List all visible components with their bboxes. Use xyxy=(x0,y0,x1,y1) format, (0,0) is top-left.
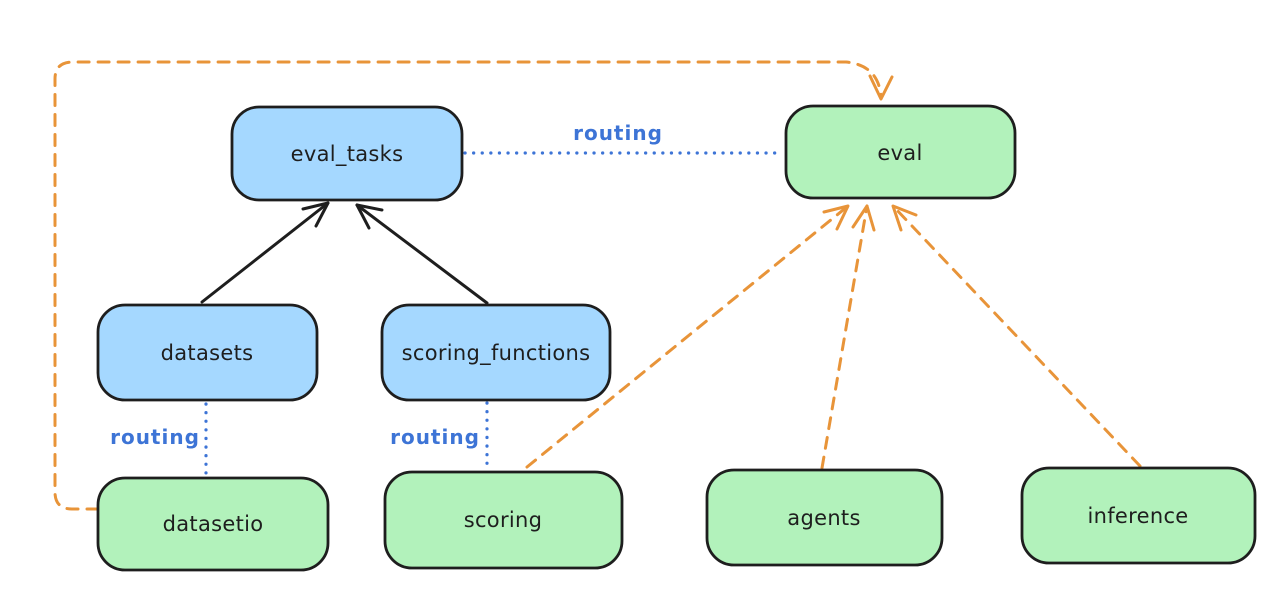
node-eval-tasks-box xyxy=(230,105,464,202)
edge-scoring-functions-to-eval-tasks xyxy=(355,203,489,305)
routing-label-scoring-functions-scoring: routing xyxy=(390,425,480,449)
node-eval-box xyxy=(784,104,1017,200)
routing-label-datasets-datasetio: routing xyxy=(110,425,200,449)
node-datasets: datasets xyxy=(96,303,319,402)
edge-datasetio-to-eval xyxy=(53,60,894,511)
edge-datasets-to-eval-tasks-arrowhead xyxy=(301,201,330,228)
node-agents-label: agents xyxy=(787,506,860,530)
routing-label-eval-tasks-eval: routing xyxy=(573,121,663,145)
node-agents: agents xyxy=(705,468,944,567)
node-scoring-label: scoring xyxy=(464,508,543,532)
edge-datasets-to-eval-tasks-path xyxy=(200,201,330,304)
edge-agents-to-eval-arrowhead xyxy=(851,204,876,232)
node-eval: eval xyxy=(784,104,1017,200)
node-inference-label: inference xyxy=(1087,504,1188,528)
node-eval-tasks: eval_tasks xyxy=(230,105,464,202)
edge-inference-to-eval-arrowhead xyxy=(891,204,918,232)
edge-datasetio-to-eval-path xyxy=(53,60,883,511)
node-scoring: scoring xyxy=(383,470,624,570)
node-agents-box xyxy=(705,468,944,567)
node-eval-tasks-label: eval_tasks xyxy=(291,142,404,167)
edge-datasets-to-datasetio: routing xyxy=(110,402,208,476)
node-datasetio-box xyxy=(96,476,330,572)
edge-scoring-functions-to-scoring: routing xyxy=(390,401,489,470)
edge-agents-to-eval-path xyxy=(820,204,869,470)
edge-datasets-to-eval-tasks xyxy=(200,201,330,304)
node-datasets-box xyxy=(96,303,319,402)
edge-scoring-to-eval-arrowhead xyxy=(822,204,850,231)
edge-inference-to-eval-path xyxy=(891,204,1142,468)
edge-scoring-functions-to-eval-tasks-path xyxy=(355,203,489,305)
edge-scoring-functions-to-eval-tasks-arrowhead xyxy=(355,203,384,230)
edge-agents-to-eval xyxy=(820,204,876,470)
edge-scoring-to-eval xyxy=(525,204,850,469)
node-inference: inference xyxy=(1020,466,1257,565)
node-scoring-box xyxy=(383,470,624,570)
edge-scoring-to-eval-path xyxy=(525,204,850,469)
node-datasetio-label: datasetio xyxy=(163,512,264,536)
node-scoring-functions-box xyxy=(380,303,612,402)
edge-inference-to-eval xyxy=(891,204,1142,468)
node-eval-label: eval xyxy=(877,141,922,165)
node-scoring-functions-label: scoring_functions xyxy=(402,341,591,366)
edge-eval-tasks-to-eval: routing xyxy=(463,121,779,155)
node-inference-box xyxy=(1020,466,1257,565)
node-scoring-functions: scoring_functions xyxy=(380,303,612,402)
node-datasetio: datasetio xyxy=(96,476,330,572)
node-datasets-label: datasets xyxy=(161,341,254,365)
edge-datasetio-to-eval-arrowhead xyxy=(868,74,894,101)
